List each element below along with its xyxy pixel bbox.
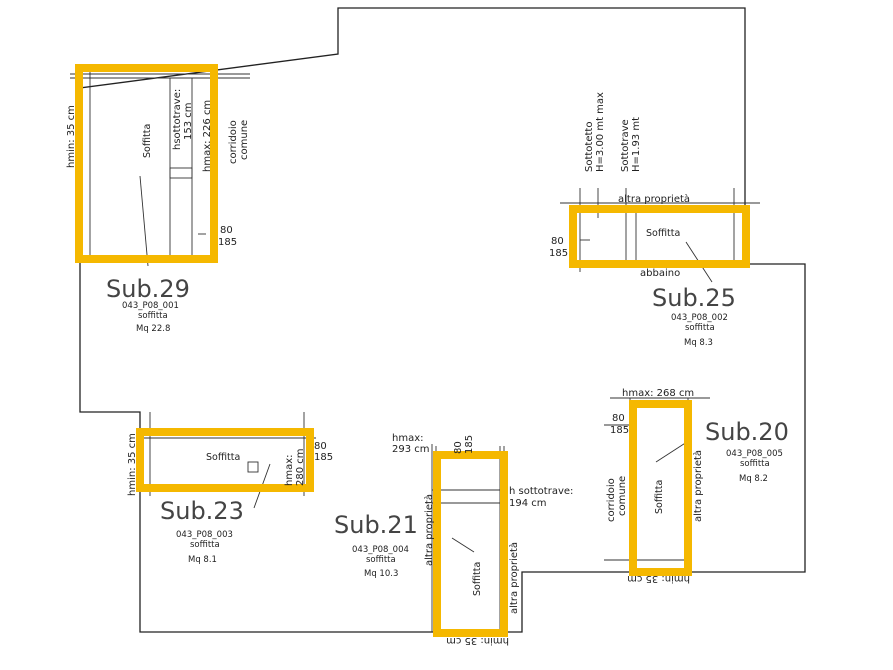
sub29-hmax: hmax: 226 cm xyxy=(202,100,213,172)
sub20-altra: altra proprietà xyxy=(692,450,704,522)
sub23-title: Sub.23 xyxy=(160,497,244,525)
sub25-dim-1: 80 xyxy=(551,236,564,247)
sub20-room-label: Soffitta xyxy=(654,480,665,514)
unit-sub21[interactable]: hmax: 293 cm 80 185 h sottotrave: 194 cm… xyxy=(334,433,573,646)
sub21-hmin: hmin: 35 cm xyxy=(446,635,509,646)
sub25-altra-proprieta: altra proprietà xyxy=(618,193,690,205)
sub23-window xyxy=(247,461,259,473)
sub23-hmin: hmin: 35 cm xyxy=(127,433,138,496)
sub25-area: Mq 8.3 xyxy=(684,338,713,348)
sub23-dim-2: 185 xyxy=(314,452,333,463)
sub21-h-sottotrave-value: 194 cm xyxy=(509,498,547,509)
sub29-hmin: hmin: 35 cm xyxy=(66,105,77,168)
sub20-use: soffitta xyxy=(740,459,770,469)
unit-sub20[interactable]: hmax: 268 cm 80 185 corridoio comune Sof… xyxy=(604,388,789,584)
unit-sub23[interactable]: hmin: 35 cm Soffitta hmax: 280 cm 80 185… xyxy=(127,412,333,565)
sub23-highlight xyxy=(136,428,314,492)
sub23-use: soffitta xyxy=(190,540,220,550)
sub25-room-label: Soffitta xyxy=(646,228,680,239)
sub29-dim-1: 80 xyxy=(220,225,233,236)
sub23-code: 043_P08_003 xyxy=(176,530,233,540)
sub20-highlight xyxy=(629,400,692,576)
sub21-hmax-1: hmax: xyxy=(392,433,424,444)
sub20-dim-2: 185 xyxy=(610,425,629,436)
unit-sub29[interactable]: hmin: 35 cm Soffitta hsottotrave: 153 cm… xyxy=(66,64,250,334)
sub23-dim-1: 80 xyxy=(314,441,327,452)
sub21-hmax-2: 293 cm xyxy=(392,444,430,455)
sub29-corridor-1: corridoio xyxy=(228,120,239,164)
sub25-highlight xyxy=(569,205,750,268)
sub29-dim-2: 185 xyxy=(218,237,237,248)
sub29-area: Mq 22.8 xyxy=(136,324,170,334)
sub29-hsottotrave: hsottotrave: xyxy=(172,89,183,150)
sub21-h-sottotrave: h sottotrave: xyxy=(509,486,573,497)
sub29-corridor-2: comune xyxy=(239,120,250,160)
sub21-use: soffitta xyxy=(366,555,396,565)
sub25-sottotetto: Sottotetto xyxy=(584,122,595,172)
sub20-corridor-1: corridoio xyxy=(606,478,617,522)
sub23-hmax-2: 280 cm xyxy=(295,448,306,486)
sub25-title: Sub.25 xyxy=(652,284,736,312)
sub21-title: Sub.21 xyxy=(334,511,418,539)
sub21-dim-2: 185 xyxy=(464,435,475,454)
sub29-highlight xyxy=(75,64,218,263)
sub21-altra-left: altra proprietà xyxy=(423,494,435,566)
sub25-sottotetto-h: H=3.00 mt max xyxy=(595,92,606,172)
sub20-hmin: hmin: 35 cm xyxy=(627,573,690,584)
sub21-dim-1: 80 xyxy=(453,441,464,454)
sub21-room-label: Soffitta xyxy=(472,562,483,596)
sub23-room-label: Soffitta xyxy=(206,452,240,463)
sub25-use: soffitta xyxy=(685,323,715,333)
sub20-area: Mq 8.2 xyxy=(739,474,768,484)
sub20-code: 043_P08_005 xyxy=(726,449,783,459)
sub25-code: 043_P08_002 xyxy=(671,313,728,323)
sub21-code: 043_P08_004 xyxy=(352,545,409,555)
sub29-room-label: Soffitta xyxy=(142,124,153,158)
unit-sub25[interactable]: Sottotetto H=3.00 mt max Sottotrave H=1.… xyxy=(549,92,760,348)
sub25-sottotrave-h: H=1.93 mt xyxy=(631,117,642,172)
sub23-area: Mq 8.1 xyxy=(188,555,217,565)
sub20-corridor-2: comune xyxy=(617,476,628,516)
sub29-code: 043_P08_001 xyxy=(122,301,179,311)
sub25-dim-2: 185 xyxy=(549,248,568,259)
sub21-area: Mq 10.3 xyxy=(364,569,398,579)
sub20-title: Sub.20 xyxy=(705,418,789,446)
sub29-title: Sub.29 xyxy=(106,275,190,303)
sub23-hmax-1: hmax: xyxy=(284,455,295,487)
sub20-hmax: hmax: 268 cm xyxy=(622,388,694,399)
sub29-use: soffitta xyxy=(138,311,168,321)
sub29-hsottotrave-value: 153 cm xyxy=(183,102,194,140)
sub21-altra-right: altra proprietà xyxy=(508,542,520,614)
sub21-highlight xyxy=(433,451,508,637)
sub25-abbaino: abbaino xyxy=(640,268,680,279)
sub25-sottotrave: Sottotrave xyxy=(620,119,631,172)
sub20-dim-1: 80 xyxy=(612,413,625,424)
